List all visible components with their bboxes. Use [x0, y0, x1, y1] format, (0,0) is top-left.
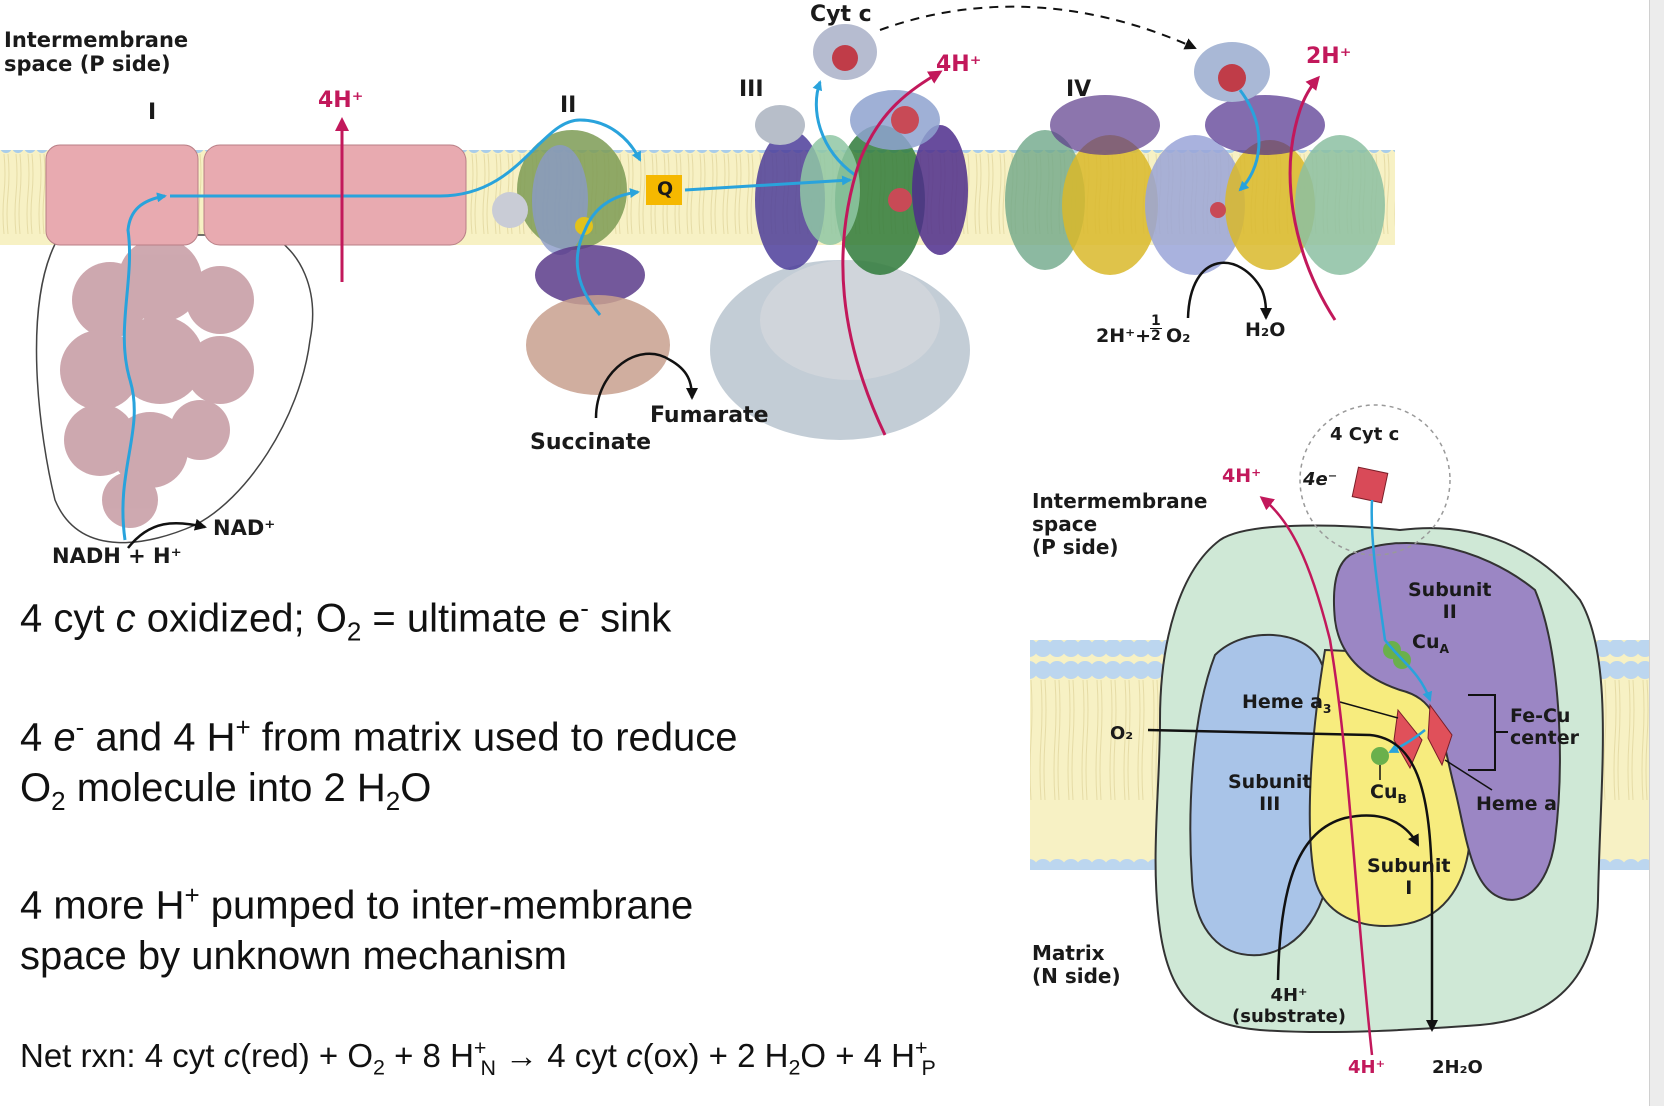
complex-II-label: II — [560, 93, 577, 118]
cytc-at-IV — [1194, 42, 1270, 102]
detail-cytc-square — [1351, 466, 1389, 504]
h2o-top-label: H₂O — [1245, 319, 1286, 341]
electron-path-II-to-Q — [575, 188, 640, 316]
detail-heme-a-label: Heme a — [1476, 793, 1557, 815]
o2-h2o-arrow — [1186, 261, 1272, 320]
complex-II-protein — [492, 130, 670, 395]
net-reaction: Net rxn: 4 cyt c(red) + O2 + 8 H+N → 4 c… — [20, 1036, 936, 1080]
text-line-5: space by unknown mechanism — [20, 934, 567, 978]
text-line-2: 4 e- and 4 H+ from matrix used to reduce — [20, 712, 738, 760]
detail-subunit-II — [1332, 541, 1561, 901]
detail-proton-arrow — [1259, 496, 1374, 1056]
fumarate-label: Fumarate — [650, 403, 769, 428]
rxn-left-label: 2H⁺+ — [1096, 325, 1152, 347]
detail-substrate-label: 4H⁺(substrate) — [1232, 985, 1347, 1027]
cytc-at-III — [813, 24, 877, 80]
cytc-transfer-arrow — [879, 5, 1197, 50]
detail-electron-path-2 — [1388, 729, 1426, 754]
text-line-1: 4 cyt c oxidized; O2 = ultimate e- sink — [20, 593, 672, 647]
proton-label-III: 4H⁺ — [936, 52, 982, 77]
detail-heme-a3-label: Heme a3 — [1242, 691, 1332, 716]
q-box — [646, 175, 682, 205]
proton-label-IV: 2H⁺ — [1306, 44, 1352, 69]
electron-path-III-to-cytc — [812, 80, 856, 177]
text-line-4: 4 more H+ pumped to inter-membrane — [20, 880, 694, 928]
proton-arrow-IV — [1288, 75, 1337, 321]
succinate-arrow — [594, 352, 698, 419]
detail-substrate-arrow — [1276, 814, 1420, 981]
nadh-arrow — [127, 518, 207, 549]
complex-I-label: I — [148, 100, 157, 125]
detail-4h-top-label: 4H⁺ — [1222, 465, 1262, 487]
detail-cub-label: CuB — [1370, 781, 1407, 806]
electron-path-I — [121, 192, 167, 541]
complex-III-label: III — [739, 77, 764, 102]
detail-cua-label: CuA — [1412, 631, 1450, 656]
complex-IV-label: IV — [1066, 77, 1092, 102]
electron-path-Q-to-III — [684, 175, 852, 192]
right-scrollbar-edge[interactable] — [1649, 0, 1664, 1106]
detail-4cytc-label: 4 Cyt c — [1330, 424, 1400, 445]
complex-IV-protein — [1005, 95, 1385, 275]
proton-arrow-III — [841, 70, 943, 436]
electron-path-cytc-to-IV — [1238, 89, 1261, 192]
detail-4h-bottom-label: 4H⁺ — [1348, 1057, 1386, 1078]
detail-electron-path — [1370, 499, 1433, 702]
detail-matrix-label: Matrix(N side) — [1032, 941, 1121, 988]
heme-a3-shape — [1393, 708, 1423, 770]
fecu-bracket — [1468, 694, 1508, 771]
detail-o2-line — [1147, 728, 1438, 1032]
complex-III-protein — [710, 90, 970, 440]
cub-dot — [1371, 747, 1389, 765]
heme-a-leader — [1444, 759, 1493, 791]
detail-2h2o-label: 2H₂O — [1432, 1057, 1483, 1078]
succinate-label: Succinate — [530, 430, 652, 455]
cytc-label: Cyt c — [810, 2, 872, 27]
heme-a3-leader — [1339, 701, 1399, 719]
complex-I-protein-texture — [60, 238, 254, 528]
nad-label: NAD⁺ — [213, 516, 276, 540]
detail-o2-label: O₂ — [1110, 723, 1134, 744]
heme-a-shape — [1427, 703, 1453, 767]
detail-cytc-circle — [1299, 404, 1451, 556]
text-line-3: O2 molecule into 2 H2O — [20, 766, 432, 816]
detail-4e-label: 4e⁻ — [1303, 469, 1338, 490]
nadh-label: NADH + H⁺ — [52, 544, 182, 568]
detail-subunit-III — [1189, 634, 1334, 957]
o2-top-label: O₂ — [1166, 325, 1191, 347]
q-label: Q — [657, 178, 674, 200]
electron-path-I-to-Q — [170, 118, 642, 198]
half-fraction: 1 2 — [1150, 313, 1162, 344]
proton-label-I: 4H⁺ — [318, 88, 364, 113]
